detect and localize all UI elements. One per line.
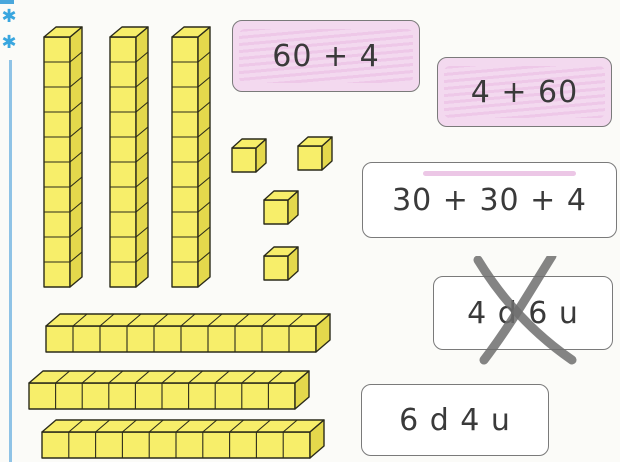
corner-accent [0, 0, 14, 4]
tens-rod-vertical [43, 26, 83, 288]
tens-rod-vertical [109, 26, 149, 288]
card-label: 60 + 4 [272, 38, 380, 74]
unit-cube [263, 190, 299, 225]
margin-line [9, 60, 12, 462]
unit-cube [297, 136, 333, 171]
cross-out-mark [473, 256, 577, 365]
tens-rod-horizontal [41, 419, 325, 459]
card-label: 30 + 30 + 4 [392, 182, 587, 218]
star-marker-icon: ✱ [1, 32, 17, 53]
card-60-plus-4: 60 + 4 [232, 20, 420, 92]
unit-cube [231, 138, 267, 173]
tens-rod-horizontal [28, 370, 310, 410]
tens-rod-vertical [171, 26, 211, 288]
card-label: 4 + 60 [470, 74, 579, 110]
unit-cube [263, 246, 299, 281]
tens-rod-horizontal [45, 313, 331, 353]
star-marker-icon: ✱ [1, 6, 17, 27]
card-4-plus-60: 4 + 60 [437, 57, 612, 127]
card-30-plus-30-plus-4: 30 + 30 + 4 [362, 162, 617, 238]
card-6d-4u: 6 d 4 u [361, 384, 549, 456]
card-label: 6 d 4 u [399, 402, 511, 438]
